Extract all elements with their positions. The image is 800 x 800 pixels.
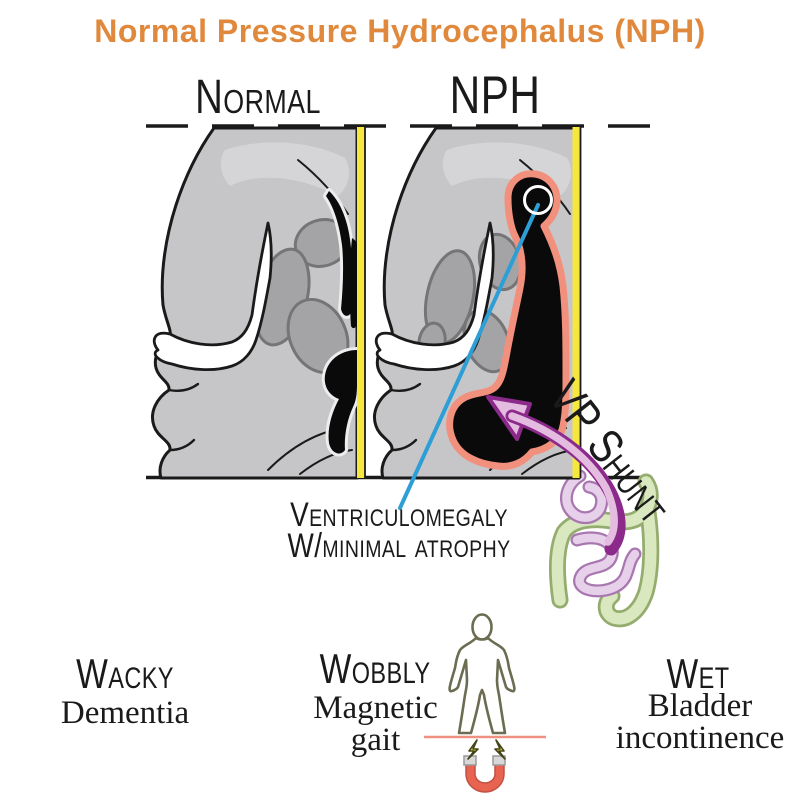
- colon-fill: [600, 506, 657, 625]
- ventricle-slit: [326, 191, 352, 316]
- lightning-icon: [494, 739, 506, 760]
- brain-coronal-normal: [151, 126, 366, 480]
- person-body: [448, 636, 516, 735]
- enlarged-ventricle: [446, 170, 570, 470]
- panel-label-normal: NORMAL: [195, 71, 321, 124]
- ventriculomegaly-line2: W/MINIMAL ATROPHY: [287, 526, 511, 565]
- temporal-horn: [324, 350, 357, 454]
- symptom-keyword-wobbly: WOBBLY: [319, 645, 431, 692]
- ventricle-slit: [349, 238, 357, 329]
- page-title: Normal Pressure Hydrocephalus (NPH): [94, 13, 706, 49]
- symptom-keyword-wacky: WACKY: [76, 650, 174, 697]
- symptom-desc-bladder-incontinence: Bladder incontinence: [600, 688, 800, 757]
- shunt-tube-fill: [508, 412, 618, 546]
- sylvian-fissure: [152, 221, 273, 371]
- ventriculomegaly-line1: VENTRICULOMEGALY: [290, 496, 508, 534]
- magnet-icon: [463, 739, 506, 793]
- brain-coronal-nph: [373, 126, 582, 480]
- lightning-icon: [467, 739, 479, 760]
- gyrus-crease: [168, 438, 196, 452]
- symptom-keyword-wet: WET: [666, 650, 730, 697]
- gyrus-crease: [167, 382, 200, 392]
- catheter-tip-circle: [523, 185, 553, 215]
- symptom-desc-line: incontinence: [615, 720, 785, 757]
- vp-shunt-catheter: [486, 395, 626, 556]
- callout-line: [398, 185, 553, 510]
- gyrus-crease: [390, 438, 418, 452]
- cortex-highlight: [220, 142, 350, 196]
- symptom-desc-line: Magnetic: [313, 690, 438, 726]
- symptom-desc-magnetic-gait: Magnetic gait: [283, 690, 468, 759]
- person-head: [471, 613, 493, 641]
- ventriculomegaly-label: VENTRICULOMEGALY W/MINIMAL ATROPHY: [275, 496, 523, 565]
- callout-pointer: [398, 203, 540, 510]
- midline-strip: [572, 127, 580, 478]
- symptom-desc-dementia: Dementia: [25, 695, 225, 731]
- gyrus-crease: [389, 382, 422, 392]
- midline-strip: [357, 127, 365, 478]
- sulcus-line: [299, 449, 353, 475]
- symptom-desc-line: Dementia: [60, 695, 190, 731]
- sylvian-fissure: [374, 221, 495, 371]
- symptom-desc-line: Bladder: [647, 688, 753, 724]
- magnet-horseshoe: [465, 757, 505, 793]
- panel-label-nph: NPH: [449, 66, 541, 125]
- magnet-pole: [492, 755, 506, 766]
- bowel-loop-fill: [562, 471, 606, 522]
- person-icon: [448, 613, 516, 735]
- symptom-desc-line: gait: [350, 722, 401, 759]
